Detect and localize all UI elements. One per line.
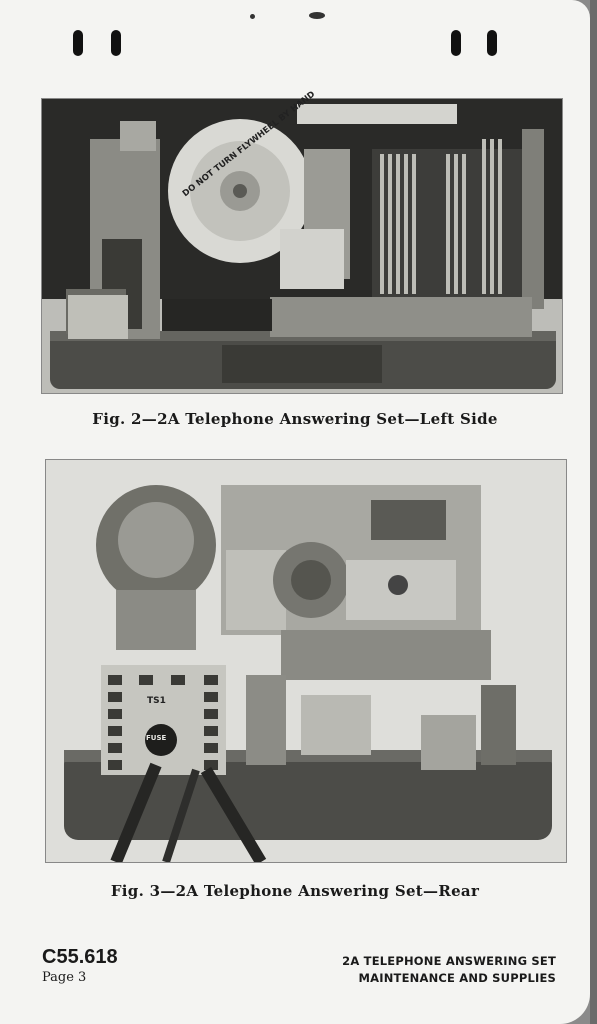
- figure-3-photo: [45, 459, 567, 863]
- terminal-strip-label: TS1: [147, 696, 166, 706]
- figure-3-illustration: [46, 460, 566, 862]
- binder-hole: [111, 30, 121, 56]
- figure-2-caption: Fig. 2—2A Telephone Answering Set—Left S…: [92, 410, 498, 428]
- ink-speck: [250, 14, 255, 19]
- document-title-line1: 2A TELEPHONE ANSWERING SET: [342, 954, 556, 968]
- binder-hole: [451, 30, 461, 56]
- figure-2-illustration: [42, 99, 562, 393]
- page-number: Page 3: [42, 970, 87, 985]
- page-edge: [590, 0, 597, 1024]
- document-code: C55.618: [42, 946, 118, 968]
- binder-hole: [487, 30, 497, 56]
- figure-3-caption: Fig. 3—2A Telephone Answering Set—Rear: [110, 882, 480, 900]
- document-title-line2: MAINTENANCE AND SUPPLIES: [358, 971, 556, 985]
- ink-speck: [309, 12, 325, 19]
- binder-hole: [73, 30, 83, 56]
- figure-2-photo: [41, 98, 563, 394]
- fuse-label: FUSE: [146, 734, 167, 742]
